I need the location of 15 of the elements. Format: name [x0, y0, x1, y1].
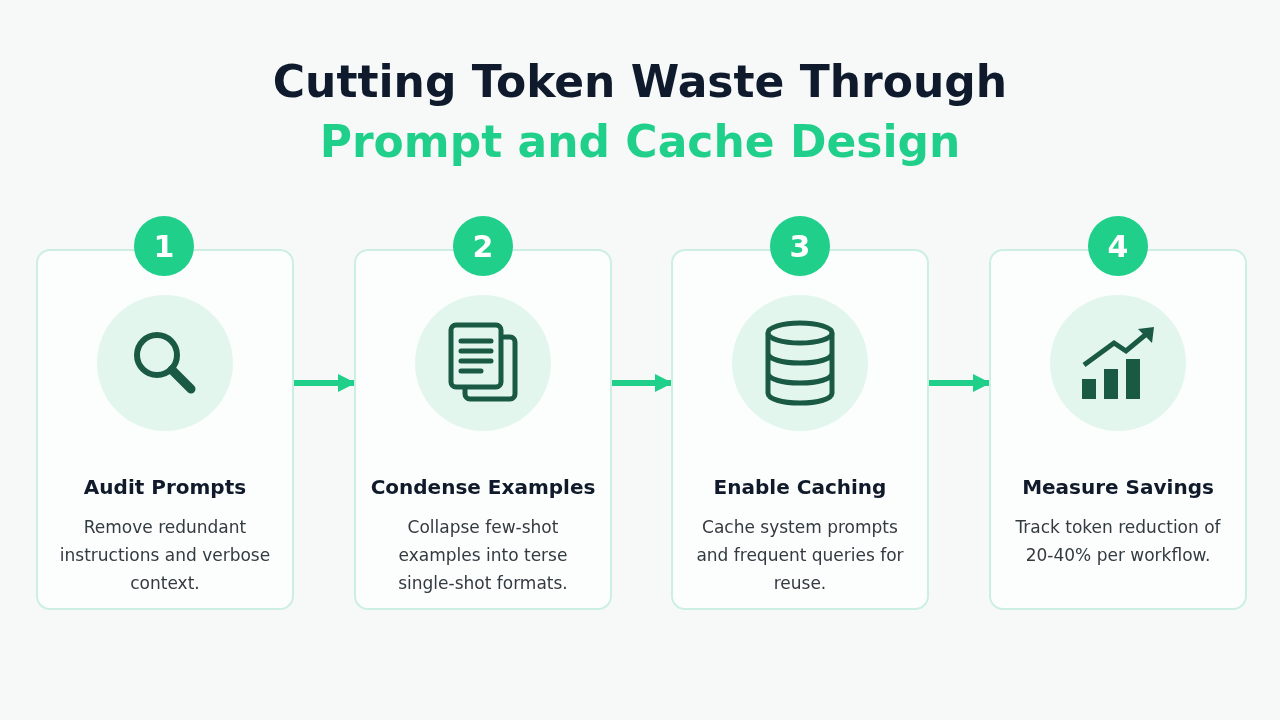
- step-description: Remove redundant instructions and verbose context.: [58, 516, 272, 595]
- arrow: [612, 374, 673, 392]
- step-heading: Condense Examples: [370, 475, 596, 499]
- arrow: [929, 374, 991, 392]
- step-description: Collapse few-shot examples into terse single-shot formats.: [397, 516, 569, 595]
- step-number-circle: 4: [1088, 216, 1148, 276]
- step-number-circle: 2: [453, 216, 513, 276]
- step-description: Cache system prompts and frequent queries for reuse.: [695, 516, 905, 595]
- step-number-circle: 1: [134, 216, 194, 276]
- step-description: Track token reduction of 20-40% per workflow.: [1014, 516, 1222, 567]
- step-heading: Enable Caching: [713, 475, 887, 499]
- step-heading: Audit Prompts: [83, 475, 247, 499]
- step-heading: Measure Savings: [1022, 475, 1214, 499]
- step-number-circle: 3: [770, 216, 830, 276]
- arrow: [294, 374, 356, 392]
